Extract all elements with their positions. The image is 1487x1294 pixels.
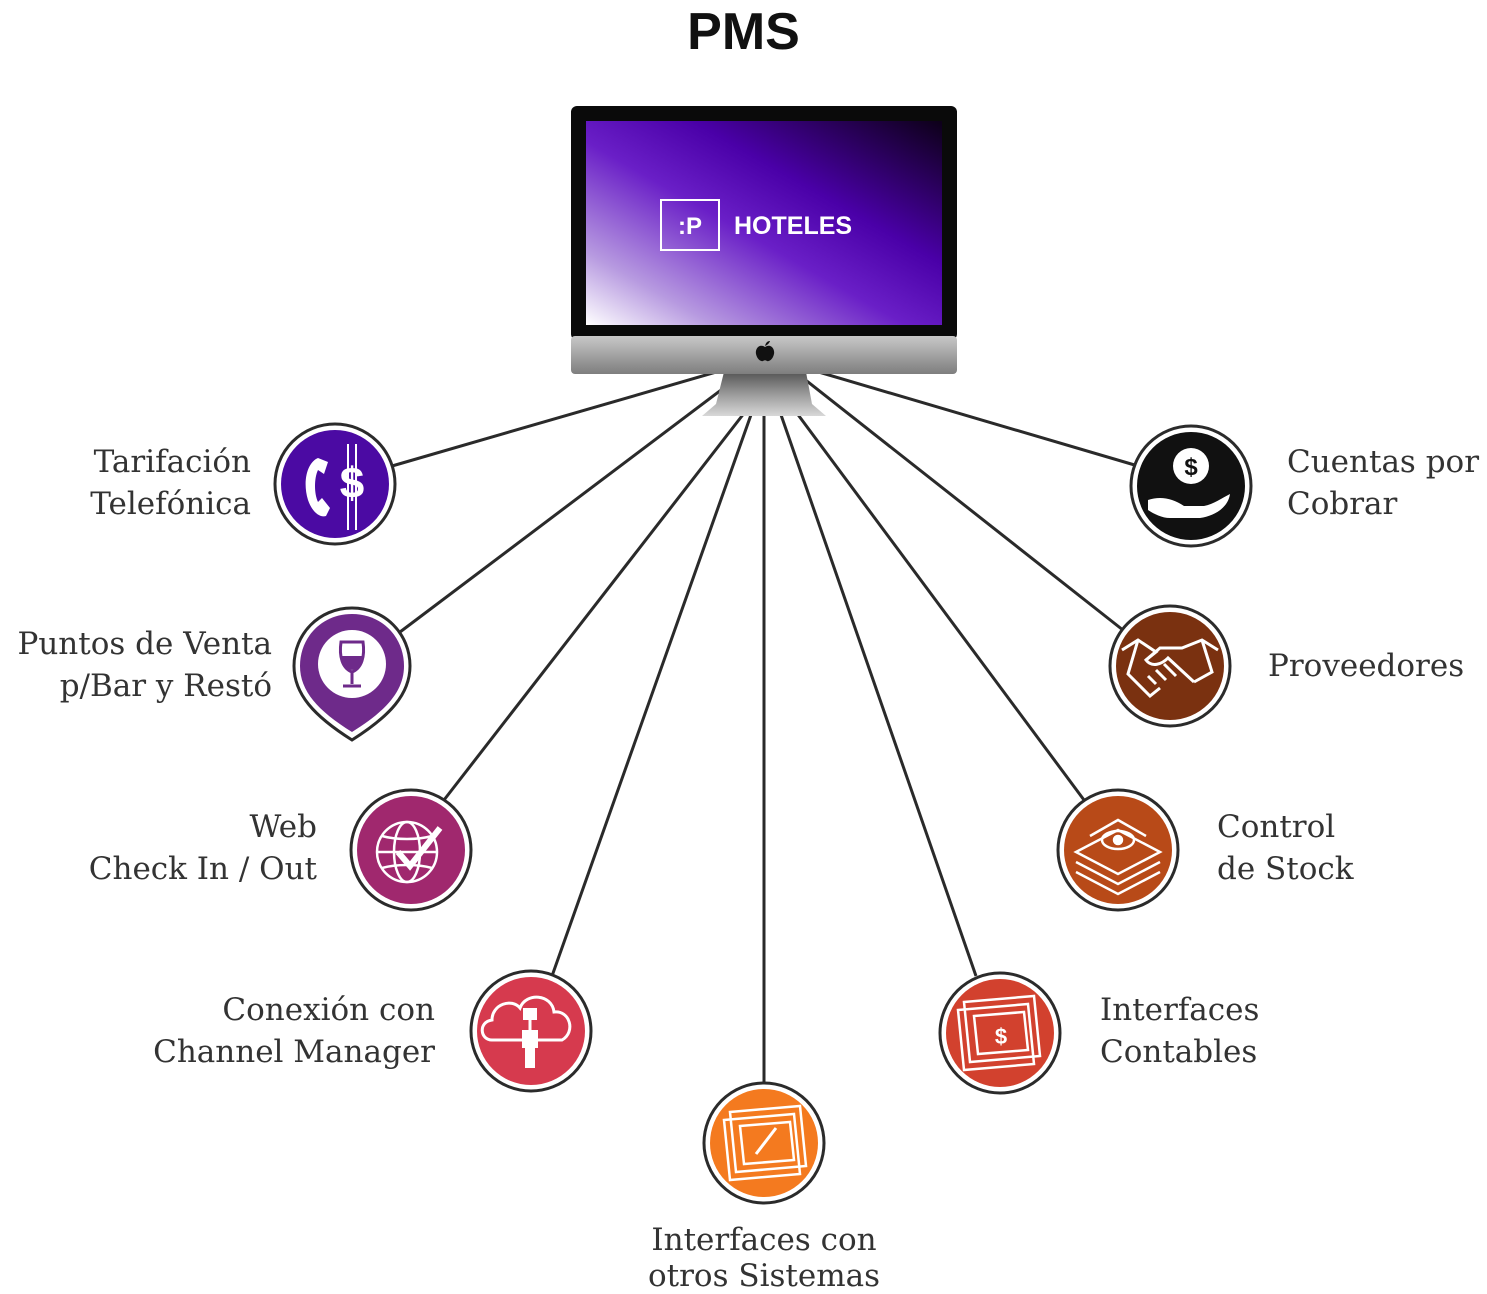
svg-text:$: $ [340,459,364,508]
svg-text:$: $ [1184,454,1198,481]
module-stock-badge [1056,788,1180,912]
connector-contables [778,411,978,977]
connector-proveedores [802,376,1129,636]
monitor-stand [702,372,826,416]
connector-cuentas [804,366,1139,468]
wine-glass-pin-icon [338,640,366,688]
label-proveedores: Proveedores [1268,648,1465,684]
connector-puntos-venta [399,376,738,634]
connector-channel [550,411,754,977]
layers-dollar-icon: $ [956,994,1042,1072]
page-title: PMS [687,3,800,61]
svg-text:$: $ [995,1024,1007,1049]
connector-web [442,411,747,801]
connector-stock [794,411,1086,801]
module-tarifacion-badge: $ [273,422,397,546]
cloud-ethernet-icon [480,995,572,1068]
monitor: :P HOTELES [571,106,957,416]
hand-coin-icon: $ [1148,448,1230,518]
brand-logo-mark: :P [678,213,702,240]
globe-check-icon [375,820,443,884]
brand-logo-box [660,199,720,251]
brand-name: HOTELES [734,212,852,240]
module-cuentas-badge: $ [1129,424,1253,548]
stacked-eye-icon [1073,818,1163,896]
layers-pen-icon [722,1104,808,1182]
phone-dollar-icon: $ [305,444,364,530]
module-channel-manager-badge [469,969,593,1093]
module-otros-sistemas-badge [702,1081,826,1205]
module-web-checkin-badge [349,788,473,912]
monitor-screen [586,121,942,325]
connector-lines [391,366,1139,1084]
module-puntos-venta-badge [292,606,412,742]
module-proveedores-badge [1108,604,1232,728]
apple-logo-icon [755,341,775,362]
module-contables-badge: $ [938,971,1062,1095]
handshake-icon [1121,638,1219,699]
connector-tarifacion [391,366,731,468]
